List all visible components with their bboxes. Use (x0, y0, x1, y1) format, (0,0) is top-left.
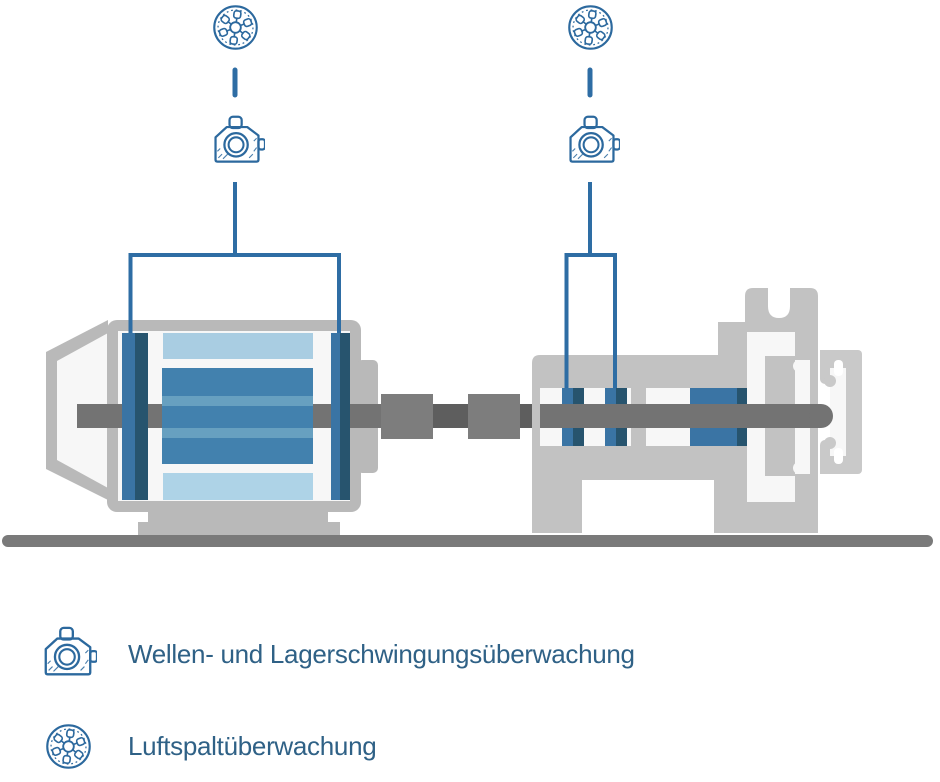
vibration-sensor-icon (569, 115, 620, 163)
pump-shaft (540, 404, 833, 428)
motor-foot-base (138, 522, 340, 535)
legend-item-airgap: Luftspaltüberwachung (38, 720, 377, 772)
motor-bearing-left (122, 333, 148, 500)
motor-rotor (162, 368, 313, 464)
stator-winding-top (163, 333, 313, 359)
monitoring-point-pedestal (564, 67, 617, 388)
air-gap-icon (568, 5, 613, 50)
motor-bearing-right (331, 333, 350, 500)
vibration-sensor-icon (214, 115, 265, 163)
motor-foot-upper (148, 512, 328, 524)
coupling-hub-left (381, 394, 433, 439)
vibration-sensor-icon (39, 625, 97, 683)
coupling-spacer (433, 404, 468, 428)
pump-flange (820, 350, 862, 474)
foundation-line (2, 535, 933, 547)
air-gap-icon (213, 5, 258, 50)
coupling-hub-right (468, 394, 520, 439)
coupling (381, 394, 544, 439)
electric-motor (46, 320, 381, 535)
legend-item-vibration: Wellen- und Lagerschwingungsüberwachung (38, 624, 635, 684)
bearing-pedestal (532, 284, 862, 533)
machine-diagram (2, 5, 933, 547)
stator-winding-bottom (163, 473, 313, 500)
measurement-bracket (564, 253, 617, 388)
legend-label-vibration: Wellen- und Lagerschwingungsüberwachung (128, 638, 635, 669)
air-gap-icon (44, 722, 93, 771)
measurement-bracket (128, 253, 341, 333)
pedestal-leg-gap (582, 480, 714, 533)
monitoring-point-motor (128, 67, 341, 333)
legend-label-airgap: Luftspaltüberwachung (128, 730, 377, 761)
casing-fork-notch (768, 284, 790, 318)
